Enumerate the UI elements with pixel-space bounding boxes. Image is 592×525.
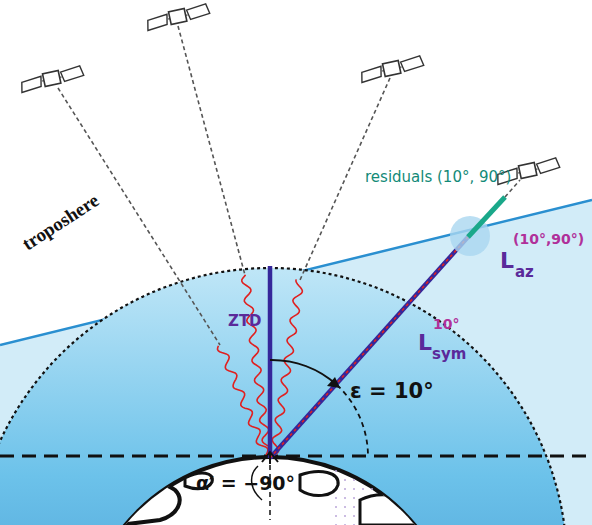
- signal-wave: [242, 275, 271, 455]
- globe: [82, 457, 458, 525]
- troposphere-boundary: [0, 268, 567, 525]
- zenith-label: ZTD: [228, 314, 262, 329]
- satellite-rays: [58, 26, 390, 345]
- azimuth-label: α′ = −90°: [196, 474, 295, 493]
- symmetric-symbol: L: [418, 332, 432, 354]
- elevation-label: ε = 10°: [350, 381, 434, 402]
- slant-subscript: az: [515, 265, 534, 280]
- slant-symbol: L: [500, 250, 514, 272]
- satellites: [19, 4, 561, 185]
- slant-superscript: (10°,90°): [513, 232, 584, 246]
- symmetric-subscript: sym: [432, 347, 466, 362]
- continents: [90, 470, 530, 525]
- slant-delay-line: [270, 237, 468, 458]
- signal-wave: [218, 346, 268, 455]
- satellite: [359, 56, 425, 83]
- slant-signal: [270, 237, 468, 458]
- symmetric-superscript: 10°: [433, 317, 459, 331]
- signal-waves: [218, 275, 303, 455]
- residual-segment: [468, 197, 505, 237]
- satellite: [145, 4, 211, 31]
- residuals-label: residuals (10°, 90°): [365, 170, 511, 185]
- troposphere-dome: [0, 268, 567, 525]
- elevation-arc: [270, 360, 337, 385]
- satellite: [19, 66, 85, 93]
- layer-name: troposhere: [19, 190, 102, 253]
- receiver-antenna: [262, 452, 278, 464]
- zenith-delay-line: [268, 266, 273, 458]
